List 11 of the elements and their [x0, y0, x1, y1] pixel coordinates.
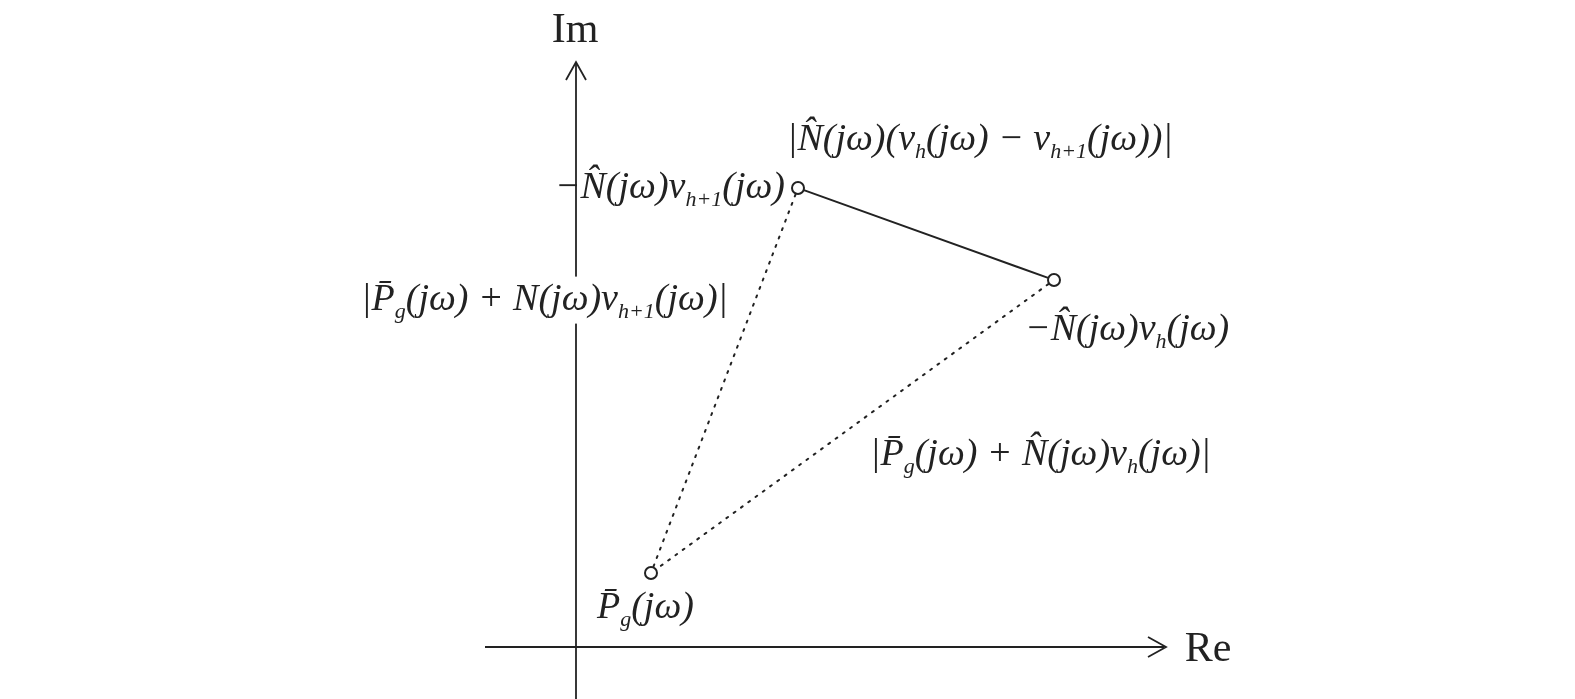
point-label: P̄$_{g}$(jω): [597, 584, 694, 632]
point-label: −N̂(jω)v$_{h}$(jω): [1025, 306, 1230, 354]
edge-label: |P̄$_{g}$(jω) + N̂(jω)v$_{h}$(jω)|: [870, 431, 1212, 479]
axis-label: Re: [1184, 626, 1232, 668]
point-marker: [1047, 273, 1061, 287]
dotted-line: [652, 193, 797, 568]
point-marker: [644, 566, 658, 580]
edge-label: |N̂(jω)(v$_{h}$(jω) − v$_{h+1}$(jω))|: [787, 116, 1173, 164]
point-marker: [791, 181, 805, 195]
axis-label: Im: [551, 7, 599, 49]
line-segment: [803, 189, 1049, 279]
